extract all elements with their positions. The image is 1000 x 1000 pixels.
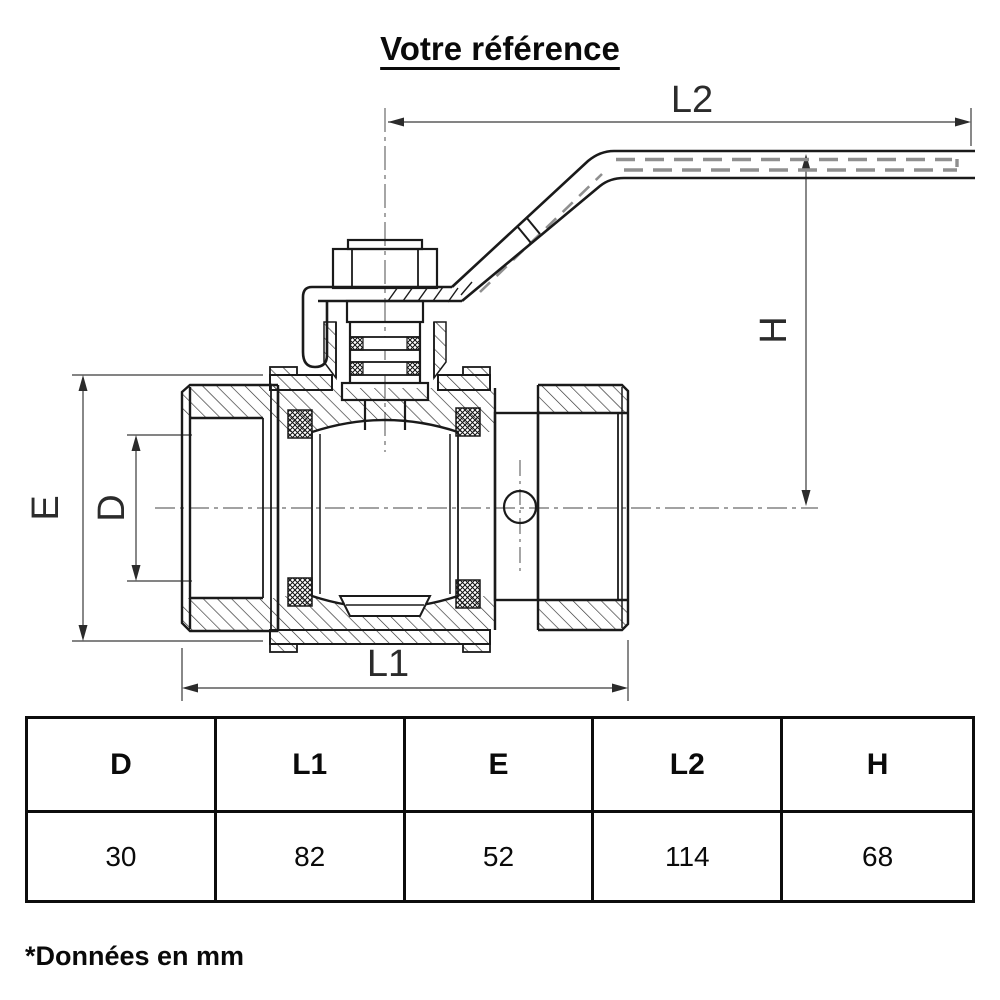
- collar-hole: [502, 489, 538, 525]
- table-header-cell: H: [783, 719, 972, 813]
- stem-assembly: [323, 238, 447, 430]
- stem-o-rings: [349, 336, 421, 376]
- page-title: Votre référence: [380, 30, 620, 67]
- table-value-cell: 114: [594, 813, 784, 900]
- table-header-cell: E: [405, 719, 595, 813]
- table-header-cell: D: [28, 719, 217, 813]
- table-value-cell: 82: [217, 813, 406, 900]
- dim-label-e: E: [25, 495, 67, 520]
- right-port: [536, 383, 630, 632]
- center-body: [269, 366, 497, 653]
- dimension-labels: L2 H E D L1: [25, 79, 795, 685]
- dimension-arrows: [78, 117, 971, 693]
- table-value-cell: 30: [28, 813, 217, 900]
- dim-label-d: D: [91, 494, 133, 521]
- dim-label-h: H: [753, 316, 795, 343]
- dim-label-l2: L2: [671, 79, 713, 121]
- dimension-table: D L1 E L2 H 30 82 52 114 68: [25, 716, 975, 903]
- table-value-cell: 52: [406, 813, 595, 900]
- dim-label-l1: L1: [367, 643, 409, 685]
- lever-handle: [301, 149, 975, 369]
- left-port: [180, 383, 280, 633]
- table-header-cell: L2: [594, 719, 784, 813]
- table-value-cell: 68: [862, 840, 894, 872]
- dimensions: [72, 108, 972, 701]
- table-header-cell: L1: [216, 719, 406, 813]
- valve-technical-drawing: L2 H E D L1: [25, 79, 975, 701]
- units-footnote: *Données en mm: [25, 941, 245, 971]
- right-collar: [493, 411, 540, 602]
